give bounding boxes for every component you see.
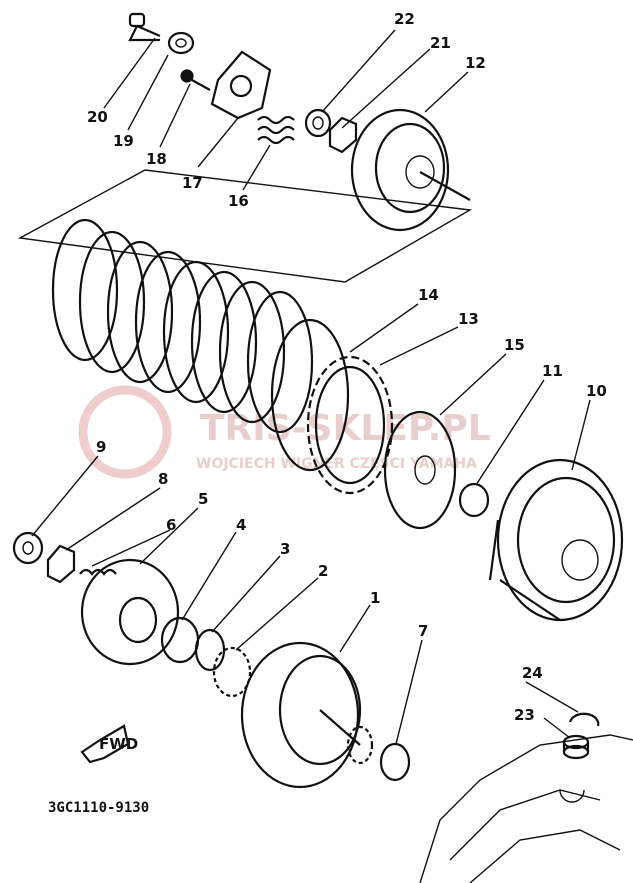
- fwd-arrow-icon: [80, 724, 130, 764]
- part-17-plate: [210, 50, 272, 120]
- part-7-washer: [379, 742, 411, 782]
- watermark-line2: WOJCIECH WIGNER CZĘŚCI YAMAHA: [196, 454, 477, 472]
- callout-22: 22: [394, 10, 415, 28]
- part-1-clutch-drum: [240, 641, 374, 789]
- callout-16: 16: [228, 192, 249, 210]
- part-12-clutch-boss: [350, 108, 471, 232]
- callout-11: 11: [542, 362, 563, 380]
- callout-9: 9: [96, 438, 106, 456]
- callout-21: 21: [430, 34, 451, 52]
- part-8-lock-washer: [46, 544, 76, 584]
- part-16-spring: [257, 115, 295, 145]
- watermark-line1: TRIS-SKLEP.PL: [200, 408, 491, 449]
- watermark-logo-icon: [78, 385, 172, 479]
- part-21-lock-washer: [328, 116, 358, 154]
- part-20-bolt: [128, 12, 161, 42]
- diagram-code: 3GC1110-9130: [48, 800, 149, 816]
- part-10-clutch-housing: [488, 458, 624, 622]
- callout-18: 18: [146, 150, 167, 168]
- part-11-washer: [458, 482, 490, 518]
- callout-23: 23: [514, 706, 535, 724]
- callout-14: 14: [418, 286, 439, 304]
- part-6-spring: [79, 568, 117, 576]
- clutch-plate-stack: [51, 218, 350, 472]
- plate-stack-outline: [17, 169, 473, 283]
- callout-5: 5: [198, 490, 208, 508]
- part-4-ring: [160, 616, 200, 664]
- part-5-clutch-carrier: [80, 558, 180, 666]
- part-19-bearing: [167, 31, 195, 55]
- crankcase-outline: [419, 734, 633, 883]
- callout-15: 15: [504, 336, 525, 354]
- callout-13: 13: [458, 310, 479, 328]
- callout-4: 4: [236, 516, 246, 534]
- callout-1: 1: [370, 589, 380, 607]
- part-13-friction-plate: [306, 355, 394, 495]
- callout-8: 8: [158, 470, 168, 488]
- fwd-label: FWD: [99, 735, 138, 753]
- callout-2: 2: [318, 562, 328, 580]
- leader-lines: [31, 29, 591, 745]
- callout-numbers: 20 19 18 17 16 22 21 12 14 13 15 11 10 9…: [87, 10, 607, 724]
- callout-3: 3: [280, 540, 290, 558]
- part-2-gear: [212, 646, 252, 698]
- callout-7: 7: [418, 622, 428, 640]
- part-22-nut: [304, 108, 332, 138]
- callout-17: 17: [182, 174, 203, 192]
- part-24-clip: [568, 712, 600, 727]
- part-3-bushing: [194, 628, 226, 672]
- part-15-disc: [383, 410, 457, 530]
- watermark: TRIS-SKLEP.PL WOJCIECH WIGNER CZĘŚCI YAM…: [78, 385, 491, 479]
- callout-6: 6: [166, 516, 176, 534]
- callout-10: 10: [586, 382, 607, 400]
- part-18-screw: [180, 69, 211, 91]
- callout-20: 20: [87, 108, 108, 126]
- part-9-washer: [12, 531, 44, 565]
- callout-12: 12: [465, 54, 486, 72]
- callout-19: 19: [113, 132, 134, 150]
- callout-24: 24: [522, 664, 543, 682]
